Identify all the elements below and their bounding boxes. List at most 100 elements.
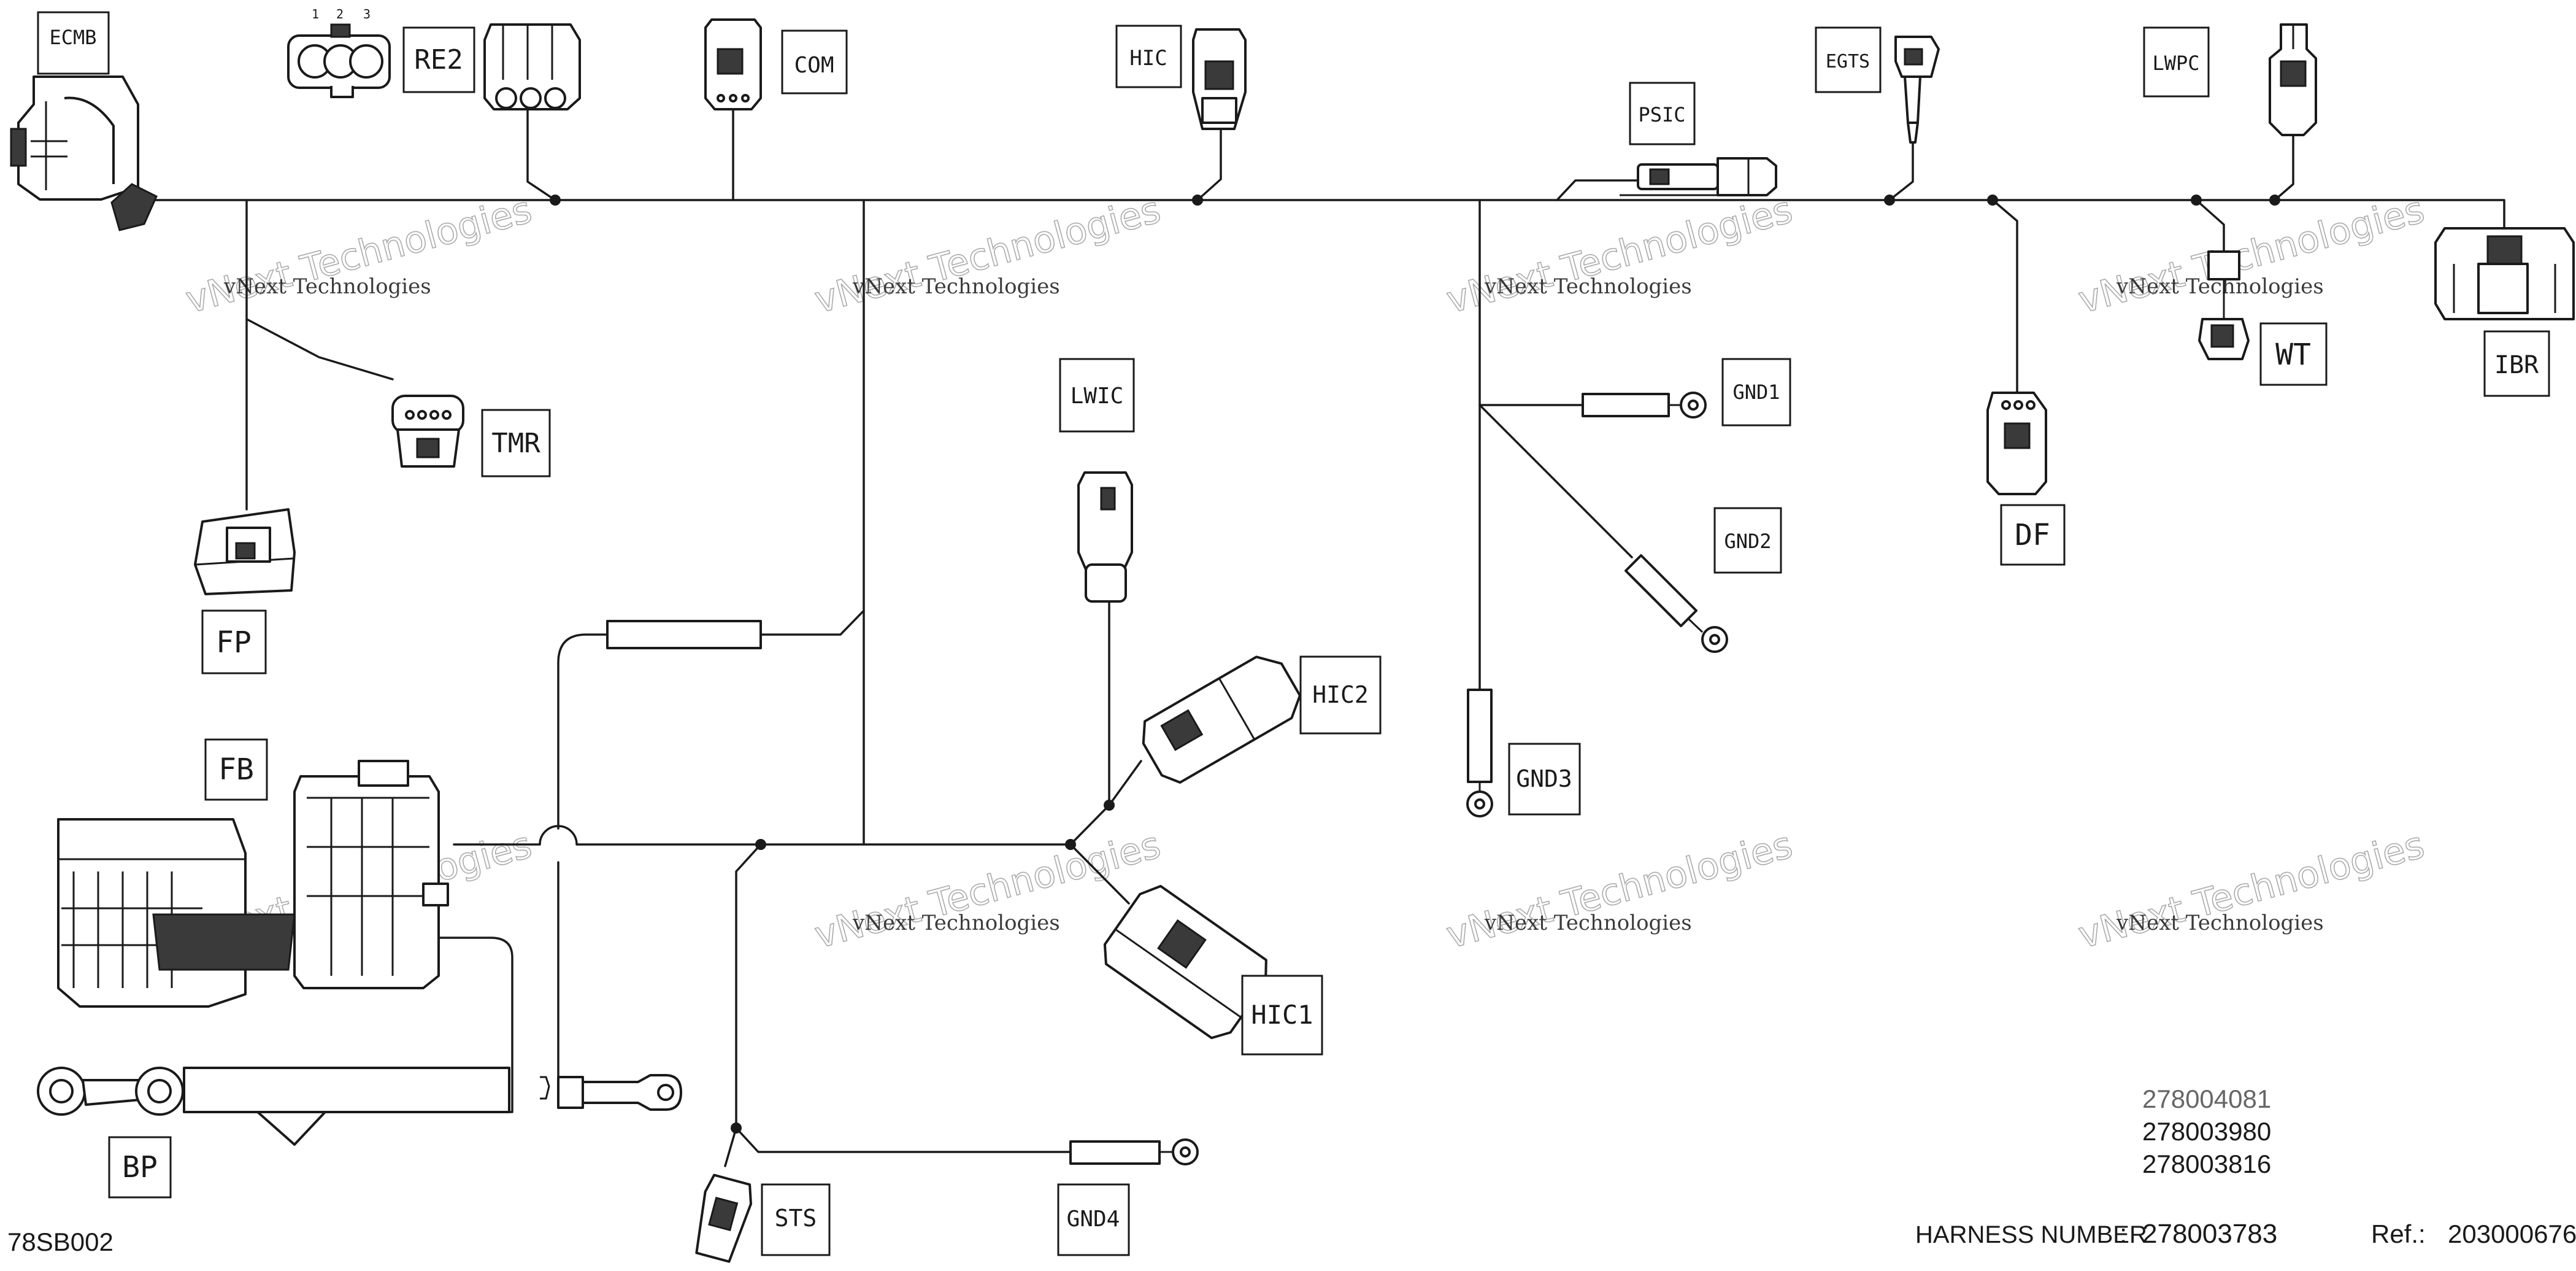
- watermark-text: vNext Technologies: [852, 911, 1060, 935]
- label-bp: BP: [108, 1136, 172, 1199]
- hic2-connector-icon[interactable]: [1134, 647, 1308, 789]
- tmr-connector-icon[interactable]: [391, 395, 464, 468]
- lwpc-connector-icon[interactable]: [2269, 23, 2317, 136]
- junction-dot: [1065, 839, 1076, 850]
- hic-wire: [1196, 128, 1222, 201]
- fb-fusebox-icon[interactable]: [57, 760, 449, 1008]
- gnd4-wire: [735, 1127, 1072, 1153]
- label-df: DF: [2000, 504, 2066, 566]
- lwic-wire: [1069, 600, 1110, 846]
- psic-connector-icon[interactable]: [1620, 157, 1777, 196]
- egts-sensor-icon[interactable]: [1894, 36, 1940, 144]
- label-ibr: IBR: [2483, 330, 2550, 397]
- watermark-text: vNext Technologies: [1484, 274, 1692, 299]
- svg-text:GND3: GND3: [1516, 765, 1572, 792]
- sleeve-branch-wire: [557, 633, 609, 830]
- svg-text:HIC: HIC: [1129, 46, 1167, 71]
- hic1-wire: [1069, 843, 1130, 905]
- gnd2-terminal-icon[interactable]: [1624, 554, 1728, 653]
- ref-number: 203000676: [2448, 1219, 2576, 1248]
- svg-text:RE2: RE2: [414, 44, 463, 75]
- labels: ECMB RE2 COM HIC PSIC EGTS LWPC IBR: [37, 11, 2550, 1256]
- watermark: vNext Technologies: [2074, 823, 2429, 957]
- svg-text:GND2: GND2: [1724, 530, 1771, 553]
- svg-text:vNext Technologies: vNext Technologies: [2074, 188, 2429, 322]
- junction-dot: [1192, 195, 1203, 206]
- svg-text:FB: FB: [218, 752, 254, 787]
- watermark: vNext Technologies: [1442, 823, 1797, 957]
- re2-pin-labels: 1 2 3: [312, 7, 371, 21]
- sts-sensor-icon[interactable]: [690, 1173, 756, 1263]
- junctions: [550, 195, 2280, 1134]
- label-sts: STS: [761, 1183, 831, 1256]
- ecmb-connector-icon[interactable]: [10, 75, 158, 231]
- hic-connector-icon[interactable]: [1192, 28, 1247, 130]
- lwpc-wire: [2274, 134, 2294, 201]
- harness-number-separator: :: [2120, 1219, 2127, 1249]
- watermark-text: vNext Technologies: [1484, 911, 1692, 935]
- svg-text:IBR: IBR: [2494, 351, 2539, 379]
- psic-wire: [1556, 179, 1639, 201]
- label-gnd3: GND3: [1508, 743, 1581, 816]
- watermark: vNext Technologies: [1442, 188, 1797, 322]
- fp-connector-icon[interactable]: [194, 508, 296, 595]
- svg-text:FP: FP: [216, 625, 252, 660]
- label-hic1: HIC1: [1241, 975, 1323, 1056]
- gnd4-terminal-icon[interactable]: [1069, 1138, 1199, 1165]
- part-number-list: 278004081 278003980 278003816: [2142, 1084, 2271, 1178]
- svg-text:GND4: GND4: [1067, 1207, 1120, 1232]
- junction-dot: [1987, 195, 1998, 206]
- label-hic2: HIC2: [1299, 655, 1382, 735]
- junction-dot: [1104, 800, 1115, 811]
- svg-text:TMR: TMR: [491, 428, 540, 459]
- ring-terminal-icon: [540, 1074, 682, 1111]
- label-psic: PSIC: [1629, 82, 1696, 145]
- svg-text:vNext Technologies: vNext Technologies: [1442, 188, 1797, 322]
- main-trunk-wire: [152, 199, 2505, 230]
- label-fb: FB: [204, 738, 268, 801]
- svg-text:COM: COM: [794, 53, 834, 78]
- label-hic: HIC: [1115, 25, 1182, 88]
- junction-dot: [2191, 195, 2202, 206]
- hic1-connector-icon[interactable]: [1096, 879, 1277, 1045]
- re2-connector-icon[interactable]: [287, 23, 391, 98]
- ibr-connector-icon[interactable]: [2434, 227, 2575, 320]
- lwic-connector-icon[interactable]: [1077, 471, 1133, 603]
- svg-text:STS: STS: [775, 1205, 817, 1232]
- egts-wire: [1888, 141, 1914, 201]
- svg-text:ECMB: ECMB: [49, 26, 96, 49]
- label-ecmb: ECMB: [37, 11, 110, 75]
- wt-sensor-icon[interactable]: [2198, 250, 2250, 360]
- tmr-wire: [245, 318, 394, 381]
- label-egts: EGTS: [1815, 26, 1882, 93]
- label-gnd4: GND4: [1057, 1183, 1130, 1256]
- re2-wire: [526, 108, 556, 201]
- svg-text:WT: WT: [2275, 338, 2311, 372]
- gnd3-terminal-icon[interactable]: [1466, 689, 1493, 817]
- svg-text:BP: BP: [122, 1150, 158, 1184]
- re2-pin-label: 3: [363, 7, 371, 21]
- label-lwpc: LWPC: [2143, 26, 2210, 98]
- lower-trunk-wire: [453, 825, 1072, 846]
- re2-side-connector-icon[interactable]: [483, 23, 581, 110]
- svg-text:HIC2: HIC2: [1312, 681, 1369, 708]
- junction-dot: [550, 195, 561, 206]
- bp-cable-icon[interactable]: [37, 1067, 510, 1146]
- junction-dot: [731, 1122, 742, 1134]
- gnd2-wire: [1478, 404, 1633, 558]
- df-connector-icon[interactable]: [1986, 392, 2047, 495]
- label-com: COM: [781, 29, 848, 95]
- com-connector-icon[interactable]: [704, 18, 762, 110]
- watermark: vNext Technologies: [2074, 188, 2429, 322]
- svg-text:PSIC: PSIC: [1638, 103, 1685, 126]
- watermark-text: vNext Technologies: [2116, 911, 2324, 935]
- gnd1-terminal-icon[interactable]: [1582, 392, 1707, 419]
- sleeve-branch-wire: [759, 609, 865, 636]
- harness-number-value: 278003783: [2142, 1219, 2277, 1249]
- svg-text:vNext Technologies: vNext Technologies: [182, 188, 536, 322]
- harness-number-label: HARNESS NUMBER: [1915, 1221, 2147, 1248]
- watermark: vNext Technologies: [181, 188, 537, 322]
- figure-code: 78SB002: [7, 1227, 113, 1256]
- part-number: 278003980: [2142, 1117, 2271, 1146]
